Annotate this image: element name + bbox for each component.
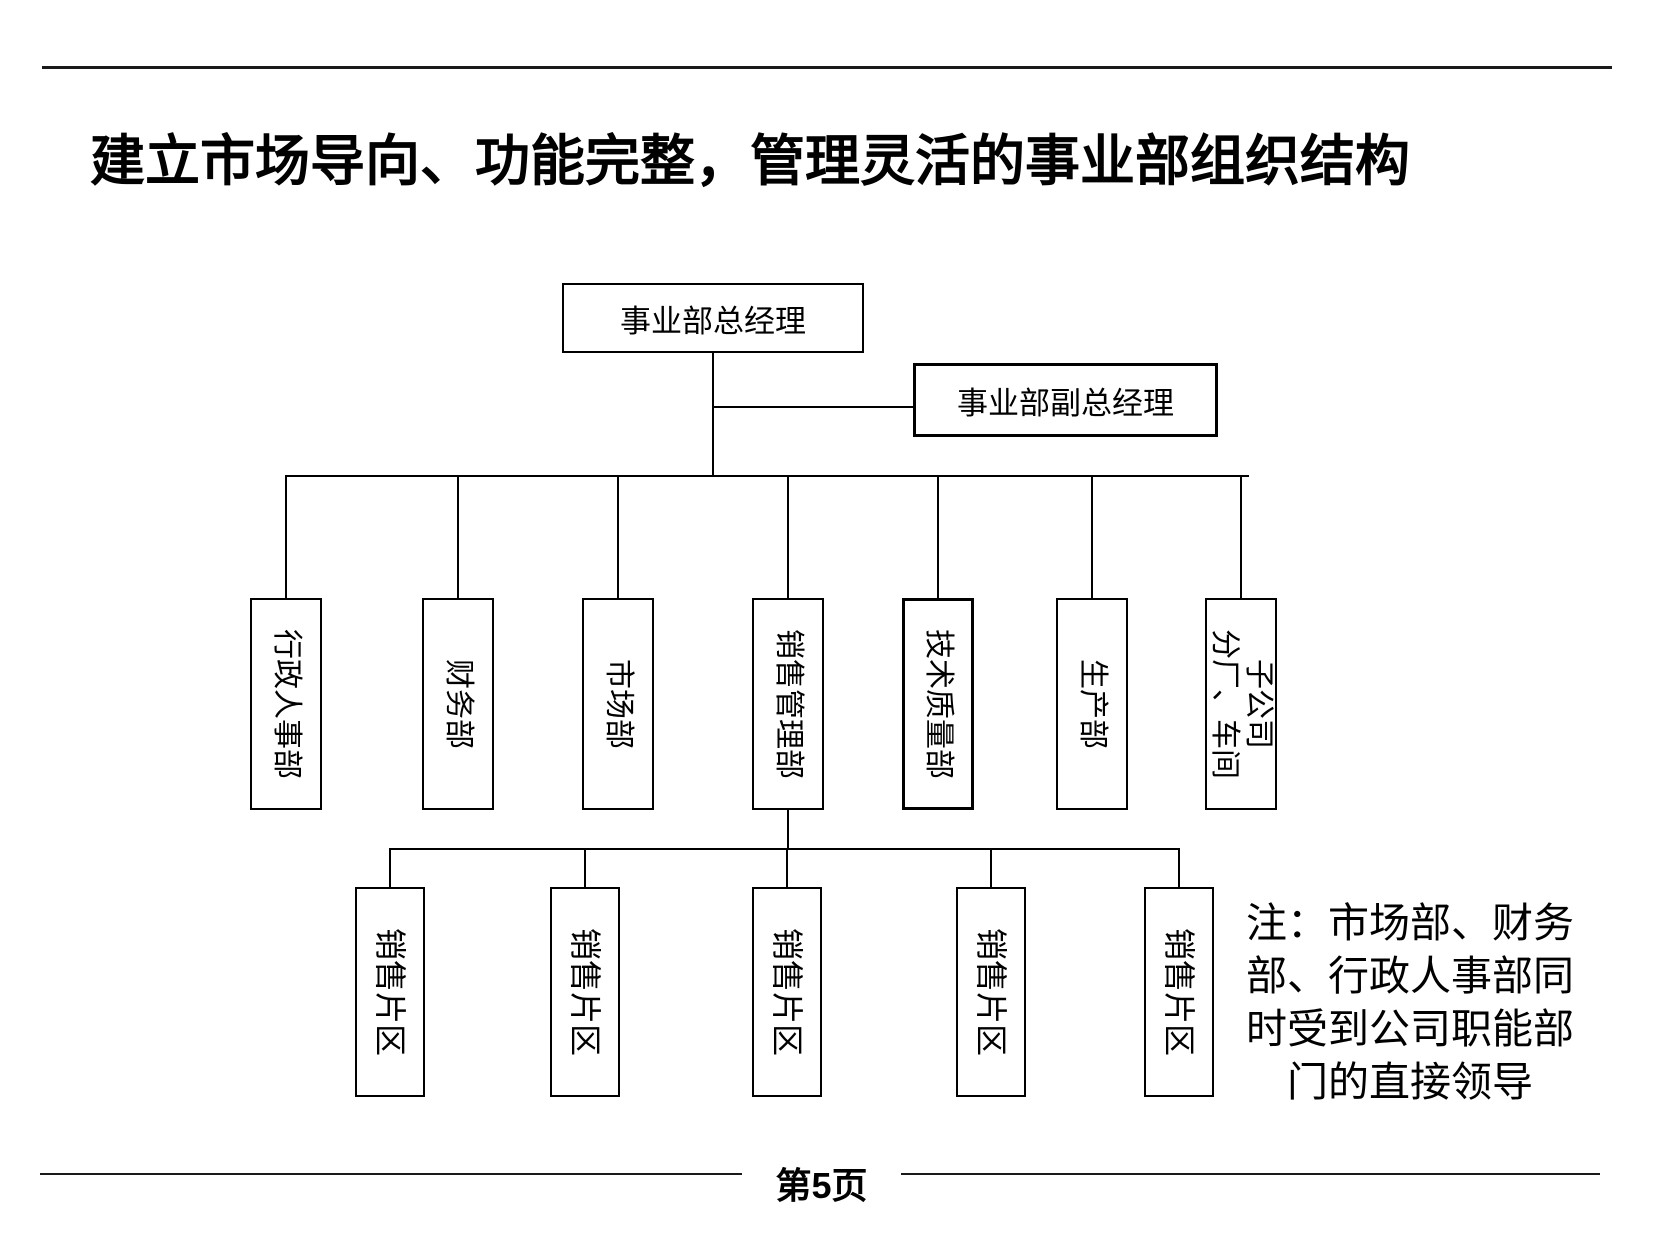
footer-rule-right — [901, 1173, 1600, 1175]
sales-region-label: 销售片区 — [769, 927, 805, 1057]
connector-level3-drop — [389, 849, 391, 888]
dept-box-label: 财务部 — [442, 659, 475, 749]
connector-level2-drop — [787, 476, 789, 599]
connector-level2-drop — [1091, 476, 1093, 599]
sales-region-box: 销售片区 — [956, 887, 1026, 1097]
sales-region-box: 销售片区 — [355, 887, 425, 1097]
dept-box-label: 生产部 — [1076, 659, 1109, 749]
org-box-general-manager: 事业部总经理 — [562, 283, 864, 353]
connector-level2-drop — [285, 476, 287, 599]
dept-box-label-line1: 子公司 — [1242, 659, 1275, 749]
dept-box-admin-hr: 行政人事部 — [250, 598, 322, 810]
org-box-label: 事业部副总经理 — [957, 385, 1174, 421]
connector-deputy-branch — [712, 406, 914, 408]
org-box-deputy-general-manager: 事业部副总经理 — [913, 363, 1218, 437]
page-number: 第5页 — [775, 1165, 868, 1206]
sales-region-box: 销售片区 — [752, 887, 822, 1097]
connector-level3-drop — [990, 849, 992, 888]
connector-level2-drop — [937, 476, 939, 599]
footer-rule-left — [40, 1173, 742, 1175]
connector-level3-drop — [786, 849, 788, 888]
page-title: 建立市场导向、功能完整，管理灵活的事业部组织结构 — [90, 130, 1411, 192]
dept-box-label: 子公司 分厂、车间 — [1207, 629, 1275, 779]
connector-trunk — [712, 352, 714, 477]
sales-region-label: 销售片区 — [567, 927, 603, 1057]
note-line: 注：市场部、财务 — [1246, 900, 1574, 946]
dept-box-sales-management: 销售管理部 — [752, 598, 824, 810]
connector-level3-drop — [584, 849, 586, 888]
connector-level3-stem — [787, 809, 789, 850]
dept-box-label: 技术质量部 — [922, 629, 955, 779]
sales-region-box: 销售片区 — [1144, 887, 1214, 1097]
sales-region-label: 销售片区 — [1161, 927, 1197, 1057]
dept-box-finance: 财务部 — [422, 598, 494, 810]
dept-box-label: 行政人事部 — [270, 629, 303, 779]
connector-level2-drop — [457, 476, 459, 599]
sales-region-label: 销售片区 — [372, 927, 408, 1057]
connector-level2-bus — [285, 475, 1249, 477]
note-line: 门的直接领导 — [1287, 1059, 1533, 1105]
connector-level2-drop — [1240, 476, 1242, 599]
note-block: 注：市场部、财务 部、行政人事部同 时受到公司职能部 门的直接领导 — [1232, 897, 1588, 1109]
sales-region-label: 销售片区 — [973, 927, 1009, 1057]
dept-box-label: 市场部 — [602, 659, 635, 749]
connector-level3-drop — [1178, 849, 1180, 888]
org-box-label: 事业部总经理 — [620, 303, 806, 339]
dept-box-marketing: 市场部 — [582, 598, 654, 810]
dept-box-label-line2: 分厂、车间 — [1208, 629, 1241, 779]
note-line: 部、行政人事部同 — [1246, 953, 1574, 999]
dept-box-production: 生产部 — [1056, 598, 1128, 810]
dept-box-tech-quality: 技术质量部 — [902, 598, 974, 810]
top-rule — [42, 66, 1612, 69]
connector-level3-bus — [389, 848, 1180, 850]
dept-box-subsidiaries-workshops: 子公司 分厂、车间 — [1205, 598, 1277, 810]
dept-box-label: 销售管理部 — [772, 629, 805, 779]
note-line: 时受到公司职能部 — [1246, 1006, 1574, 1052]
sales-region-box: 销售片区 — [550, 887, 620, 1097]
connector-level2-drop — [617, 476, 619, 599]
